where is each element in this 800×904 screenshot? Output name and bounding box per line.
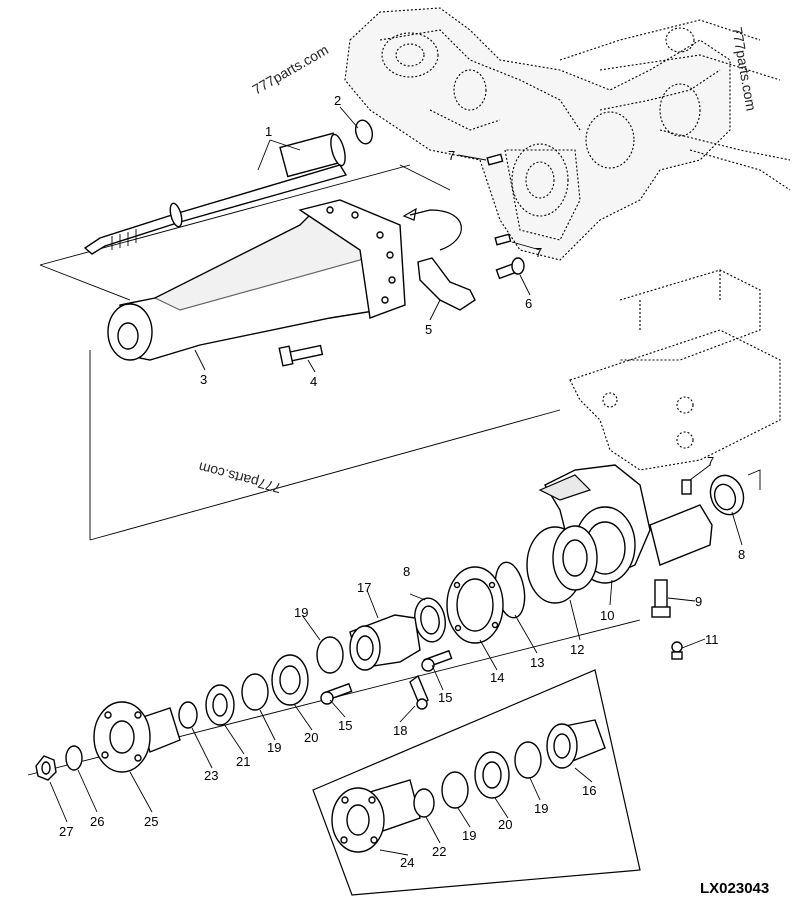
flange-24: [331, 779, 421, 853]
background-axle-housing: [344, 7, 791, 261]
callout-16: 16: [582, 783, 596, 798]
bearing-21: [205, 684, 235, 726]
pin-7a: [486, 153, 504, 166]
bearing-12: [526, 525, 598, 604]
snap-ring-19a: [316, 636, 344, 674]
callout-12: 12: [570, 642, 584, 657]
drawing-code: LX023043: [700, 880, 769, 897]
trumpet-housing: [107, 199, 406, 361]
nut-27: [35, 755, 57, 781]
bolt-15a: [421, 649, 453, 672]
callout-3: 3: [200, 372, 207, 387]
seal-8-middle: [414, 597, 446, 643]
callout-10: 10: [600, 608, 614, 623]
ring-2: [354, 119, 374, 145]
callout-26: 26: [90, 814, 104, 829]
callout-1: 1: [265, 124, 272, 139]
callout-7c: 7: [707, 454, 714, 469]
callout-8a: 8: [738, 547, 745, 562]
pin-7c: [681, 479, 692, 495]
seal-8-right: [709, 474, 745, 516]
grease-fitting-18: [409, 674, 429, 710]
callout-7a: 7: [448, 148, 455, 163]
arrow: [409, 209, 462, 251]
axle-shaft: [83, 132, 348, 255]
bearing-20b: [474, 751, 510, 799]
background-frame: [569, 269, 781, 471]
callout-19b: 19: [267, 740, 281, 755]
spacer-23: [178, 701, 198, 729]
callout-5: 5: [425, 322, 432, 337]
callout-7b: 7: [535, 245, 542, 260]
callout-19a: 19: [294, 605, 308, 620]
callout-23: 23: [204, 768, 218, 783]
leader-lines: [49, 106, 743, 856]
watermark-middle: 777parts.com: [197, 459, 283, 496]
callout-2: 2: [334, 93, 341, 108]
snap-ring-19c: [441, 771, 469, 809]
spindle-17: [349, 614, 421, 671]
callout-17: 17: [357, 580, 371, 595]
bracket-5: [417, 257, 476, 311]
callout-6: 6: [525, 296, 532, 311]
callout-19c: 19: [534, 801, 548, 816]
bolt-6: [495, 257, 525, 280]
callout-20a: 20: [304, 730, 318, 745]
fitting-11: [671, 641, 683, 660]
callout-13: 13: [530, 655, 544, 670]
spindle-16: [546, 719, 606, 769]
bolt-4: [278, 344, 324, 367]
bearing-20a: [271, 654, 309, 706]
callout-15a: 15: [438, 690, 452, 705]
callout-22: 22: [432, 844, 446, 859]
snap-ring-19d: [514, 741, 542, 779]
callout-15b: 15: [338, 718, 352, 733]
bolt-9: [651, 579, 671, 618]
callout-25: 25: [144, 814, 158, 829]
alternate-parts-inset: [312, 669, 641, 896]
callout-21: 21: [236, 754, 250, 769]
callout-8b: 8: [403, 564, 410, 579]
callouts: 1 2 3 4 5 6 7 7 7 8 8 9 10 11 12 13 14 1…: [59, 93, 745, 870]
callout-20b: 20: [498, 817, 512, 832]
flange-14: [446, 566, 504, 644]
callout-19d: 19: [462, 828, 476, 843]
callout-9: 9: [695, 594, 702, 609]
callout-24: 24: [400, 855, 414, 870]
callout-27: 27: [59, 824, 73, 839]
callout-11: 11: [705, 632, 719, 647]
callout-18: 18: [393, 723, 407, 738]
watermark-right: 777parts.com: [729, 26, 759, 112]
output-flange-25: [93, 701, 181, 773]
callout-14: 14: [490, 670, 504, 685]
pin-7b: [494, 233, 512, 246]
callout-4: 4: [310, 374, 317, 389]
washer-26: [65, 745, 83, 771]
watermark-left: 777parts.com: [250, 41, 331, 97]
bolt-15b: [320, 682, 353, 705]
arrowhead: [402, 207, 417, 221]
spacer-22: [413, 788, 435, 818]
snap-ring-19b: [241, 673, 269, 711]
